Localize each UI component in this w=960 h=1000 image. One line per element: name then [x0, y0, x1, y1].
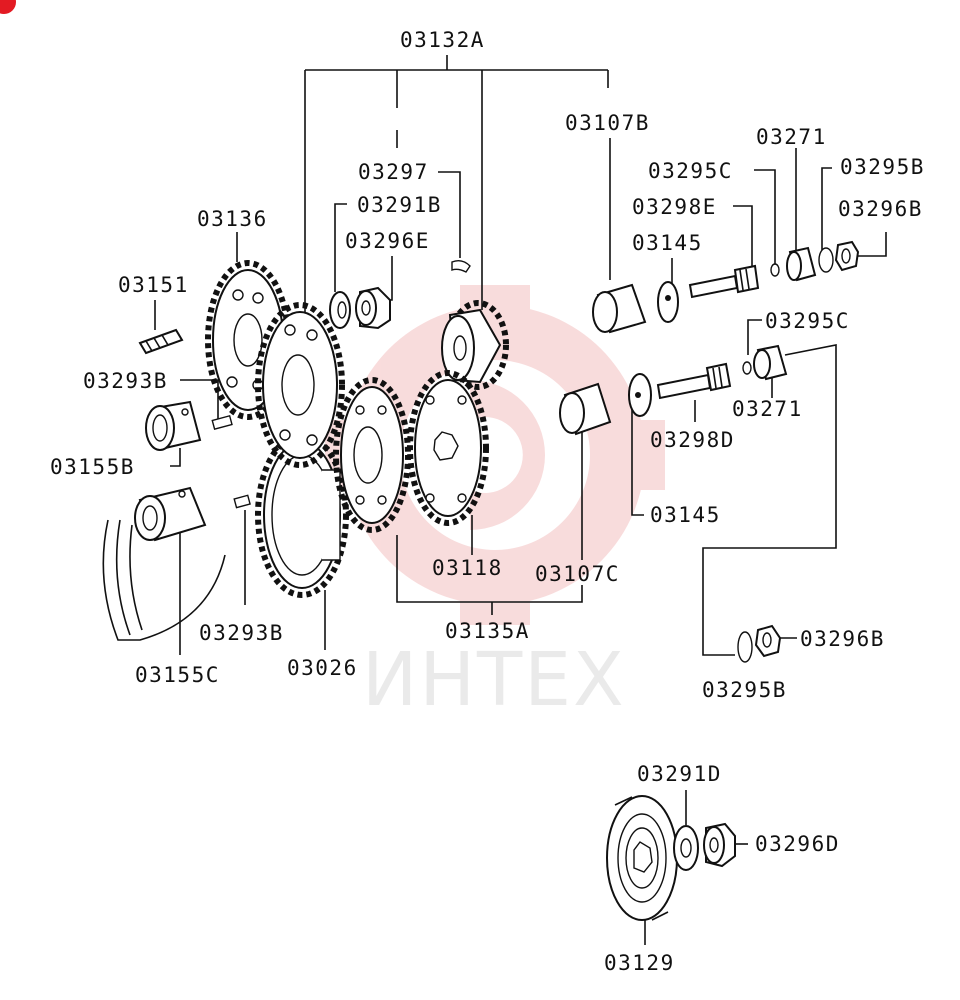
- gear-03118b-icon: [407, 370, 489, 526]
- label-03293b-top: 03293B: [83, 369, 168, 393]
- nut-03296e-icon: [355, 286, 391, 330]
- nut-03296d-icon: [703, 822, 736, 868]
- label-03129: 03129: [604, 951, 675, 975]
- bolt-03298e-icon: [688, 264, 760, 299]
- housing-03155c-icon: [102, 486, 226, 641]
- washer-03291d-icon: [673, 825, 699, 871]
- label-03026: 03026: [287, 656, 358, 680]
- key-03293b-low-icon: [233, 494, 251, 509]
- bushing-03107c-icon: [559, 382, 612, 436]
- key-03297-icon: [451, 259, 471, 273]
- ring-03295c-top-icon: [770, 263, 780, 277]
- label-03296b-low: 03296B: [800, 627, 885, 651]
- label-03295b-low: 03295B: [702, 678, 787, 702]
- leader-lines: [154, 55, 887, 945]
- label-03296b-top: 03296B: [838, 197, 923, 221]
- ring-03295b-low-icon: [737, 631, 753, 663]
- label-03145-top: 03145: [632, 231, 703, 255]
- label-03295c-mid: 03295C: [765, 309, 850, 333]
- label-03296e: 03296E: [345, 229, 430, 253]
- washer-03145-low-icon: [628, 373, 652, 417]
- label-03132a: 03132A: [400, 28, 485, 52]
- label-03135a: 03135A: [445, 619, 530, 643]
- label-03136: 03136: [197, 207, 268, 231]
- sleeve-03155b-icon: [145, 400, 202, 451]
- part-labels: 03132A 03107B 03297 03291B 03296E 03136 …: [50, 28, 925, 975]
- label-03151: 03151: [118, 273, 189, 297]
- ring-03295c-mid-icon: [742, 361, 752, 375]
- gear-middle-icon: [255, 302, 345, 468]
- label-03155c: 03155C: [135, 663, 220, 687]
- label-03291b: 03291B: [357, 193, 442, 217]
- label-03297: 03297: [358, 160, 429, 184]
- label-03295b-top: 03295B: [840, 155, 925, 179]
- nut-03296b-low-icon: [754, 624, 782, 658]
- bushing-03107b-icon: [592, 283, 647, 334]
- label-03155b: 03155B: [50, 455, 135, 479]
- bolt-03298d-icon: [656, 362, 732, 400]
- nut-03296b-top-icon: [834, 240, 860, 272]
- bushing-03271-mid-icon: [753, 344, 788, 381]
- label-03107c: 03107C: [535, 562, 620, 586]
- label-03107b: 03107B: [565, 111, 650, 135]
- label-03291d: 03291D: [637, 762, 722, 786]
- label-03296d: 03296D: [755, 832, 840, 856]
- corner-badge-icon: [0, 0, 16, 14]
- label-03293b-low: 03293B: [199, 621, 284, 645]
- label-03298e: 03298E: [632, 195, 717, 219]
- label-03271-mid: 03271: [732, 397, 803, 421]
- washer-03145-top-icon: [657, 281, 679, 323]
- ring-03295b-top-icon: [818, 247, 834, 273]
- washer-03291b-icon: [329, 291, 351, 329]
- label-03298d: 03298D: [650, 428, 735, 452]
- label-03295c-top: 03295C: [648, 159, 733, 183]
- key-03293b-top-icon: [211, 414, 233, 431]
- label-03118: 03118: [432, 556, 503, 580]
- disc-03129-icon: [606, 795, 678, 921]
- watermark-text: ИНТЕХ: [362, 637, 626, 723]
- label-03145-low: 03145: [650, 503, 721, 527]
- bushing-03271-top-icon: [786, 246, 817, 282]
- label-03271-top: 03271: [756, 125, 827, 149]
- pin-03151-icon: [138, 328, 184, 355]
- gear-small-icon: [441, 300, 509, 390]
